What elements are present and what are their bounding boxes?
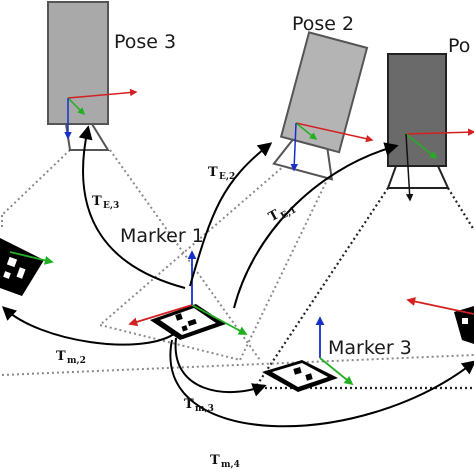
marker2 [0, 238, 54, 296]
svg-text:E,3: E,3 [103, 201, 119, 211]
pose1-lens [386, 165, 450, 189]
pose3-body [47, 1, 109, 125]
label-te2: T E,2 [208, 165, 235, 182]
ground-dotted-line [1, 354, 474, 376]
label-tm2: T m,2 [56, 349, 86, 366]
arrow-tm2 [1, 306, 175, 346]
label-te1: T E,1 [266, 205, 298, 225]
marker4 [406, 297, 474, 344]
marker3-label: Marker 3 [328, 337, 412, 359]
svg-text:m,2: m,2 [67, 356, 86, 366]
pose3-label: Pose 3 [114, 31, 176, 53]
label-tm3: T m,3 [184, 397, 214, 414]
pose1-body [387, 53, 447, 167]
pose3-frustum [1, 149, 261, 361]
svg-text:m,4: m,4 [221, 460, 240, 470]
svg-text:T: T [92, 194, 102, 209]
svg-text:T: T [210, 453, 220, 468]
svg-text:m,3: m,3 [195, 404, 214, 414]
marker3 [262, 316, 354, 392]
label-tm4: T m,4 [210, 453, 240, 470]
pose2-camera [272, 31, 369, 181]
pose2-lens [272, 138, 334, 181]
pose1-label: Po [448, 35, 470, 57]
svg-text:E,1: E,1 [279, 205, 298, 221]
arrow-te2 [189, 142, 273, 287]
arrow-te3 [78, 125, 186, 289]
pose1-camera [386, 53, 474, 202]
svg-text:E,2: E,2 [219, 172, 235, 182]
pose2-frustum [99, 164, 329, 361]
label-te3: T E,3 [92, 194, 119, 211]
marker1 [128, 250, 248, 340]
svg-text:T: T [208, 165, 218, 180]
pose2-axes [290, 122, 374, 172]
arrow-te1 [233, 142, 399, 309]
arrow-tm3 [174, 337, 267, 397]
marker1-label: Marker 1 [120, 225, 204, 247]
pose2-body [279, 31, 369, 154]
svg-text:T: T [184, 397, 194, 412]
pose3-camera [47, 1, 138, 151]
arrow-tm4 [169, 339, 474, 428]
pose2-label: Pose 2 [292, 13, 354, 35]
svg-text:T: T [56, 349, 66, 364]
